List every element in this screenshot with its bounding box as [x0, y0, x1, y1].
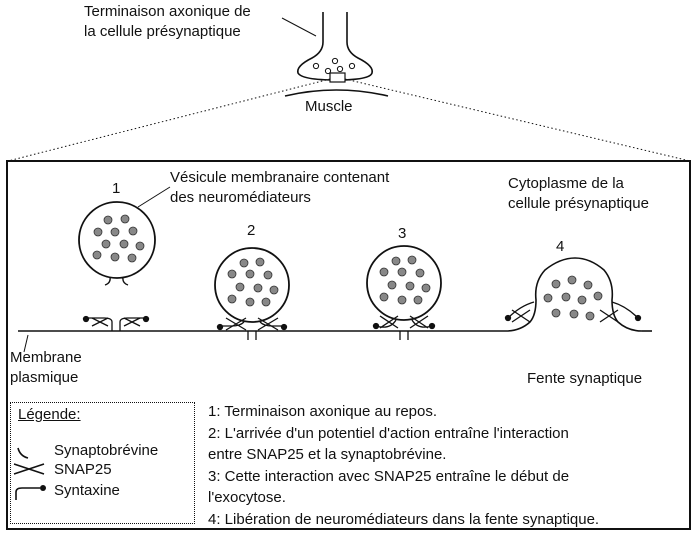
snare-complex-2 [216, 317, 288, 340]
step-line: entre SNAP25 et la synaptobrévine. [208, 446, 447, 464]
legend-snap25: SNAP25 [54, 461, 112, 478]
zoom-panel [6, 160, 691, 530]
step-line: l'exocytose. [208, 489, 286, 507]
terminal-vesicle [324, 67, 332, 75]
cytoplasm-label-line1: Cytoplasme de la [508, 175, 624, 192]
legend-title: Légende: [18, 406, 81, 423]
vesicle-label-line2: des neuromédiateurs [170, 189, 311, 206]
legend-synaptobrevin: Synaptobrévine [54, 442, 159, 459]
legend-syntaxin: Syntaxine [54, 482, 120, 499]
synaptobrevin [122, 276, 129, 286]
syntaxin-icon [15, 487, 40, 500]
cytoplasm-label-line2: cellule présynaptique [508, 195, 649, 212]
terminal-label-line1: Terminaison axonique de [84, 3, 251, 20]
fused-membrane [505, 257, 643, 332]
synaptic-cleft-label: Fente synaptique [527, 370, 643, 387]
legend [10, 402, 195, 524]
stage-number-2: 2 [247, 222, 256, 239]
vesicle-2 [214, 247, 290, 323]
terminal-vesicle [348, 62, 356, 70]
zoom-line-left [7, 78, 331, 162]
step-line: 2: L'arrivée d'un potentiel d'action ent… [208, 424, 569, 442]
step-line: 3: Cette interaction avec SNAP25 entraîn… [208, 467, 570, 485]
stage-number-4: 4 [556, 238, 565, 255]
terminal-leader-line [281, 17, 317, 37]
muscle-membrane [284, 89, 389, 97]
snap25-icon [13, 463, 45, 475]
neurotransmitters-4 [543, 275, 603, 321]
synaptobrevin [104, 276, 111, 286]
terminal-vesicle [331, 57, 339, 65]
syntaxin-icon-head [40, 485, 46, 491]
step-descriptions: 1: Terminaison axonique au repos. 2: L'a… [208, 401, 688, 531]
step-line: 1: Terminaison axonique au repos. [208, 403, 438, 420]
step-line: 4: Libération de neuromédiateurs dans la… [208, 510, 600, 528]
vesicle-leader-line [137, 186, 171, 208]
neurotransmitters-3 [379, 255, 431, 305]
neurotransmitters-1 [92, 214, 145, 263]
terminal-vesicle [336, 65, 344, 73]
zoom-frame [329, 72, 346, 83]
synaptobrevin-icon [17, 447, 29, 459]
membrane-label-line2: plasmique [10, 369, 79, 386]
terminal-label-line2: la cellule présynaptique [84, 23, 241, 40]
neurotransmitters-2 [227, 257, 279, 307]
membrane-leader-line [23, 334, 29, 353]
stage-number-1: 1 [112, 180, 121, 197]
vesicle-1 [78, 201, 156, 279]
zoom-line-right [344, 78, 691, 162]
terminal-vesicle [312, 62, 320, 70]
vesicle-label-line1: Vésicule membranaire contenant [170, 169, 390, 186]
stage-number-3: 3 [398, 225, 407, 242]
membrane-label-line1: Membrane [10, 349, 82, 366]
snare-complex-3 [372, 315, 436, 340]
vesicle-3 [366, 245, 442, 321]
muscle-label: Muscle [305, 98, 353, 115]
snare-complex-4 [504, 301, 642, 323]
snare-complex-1 [82, 315, 150, 331]
